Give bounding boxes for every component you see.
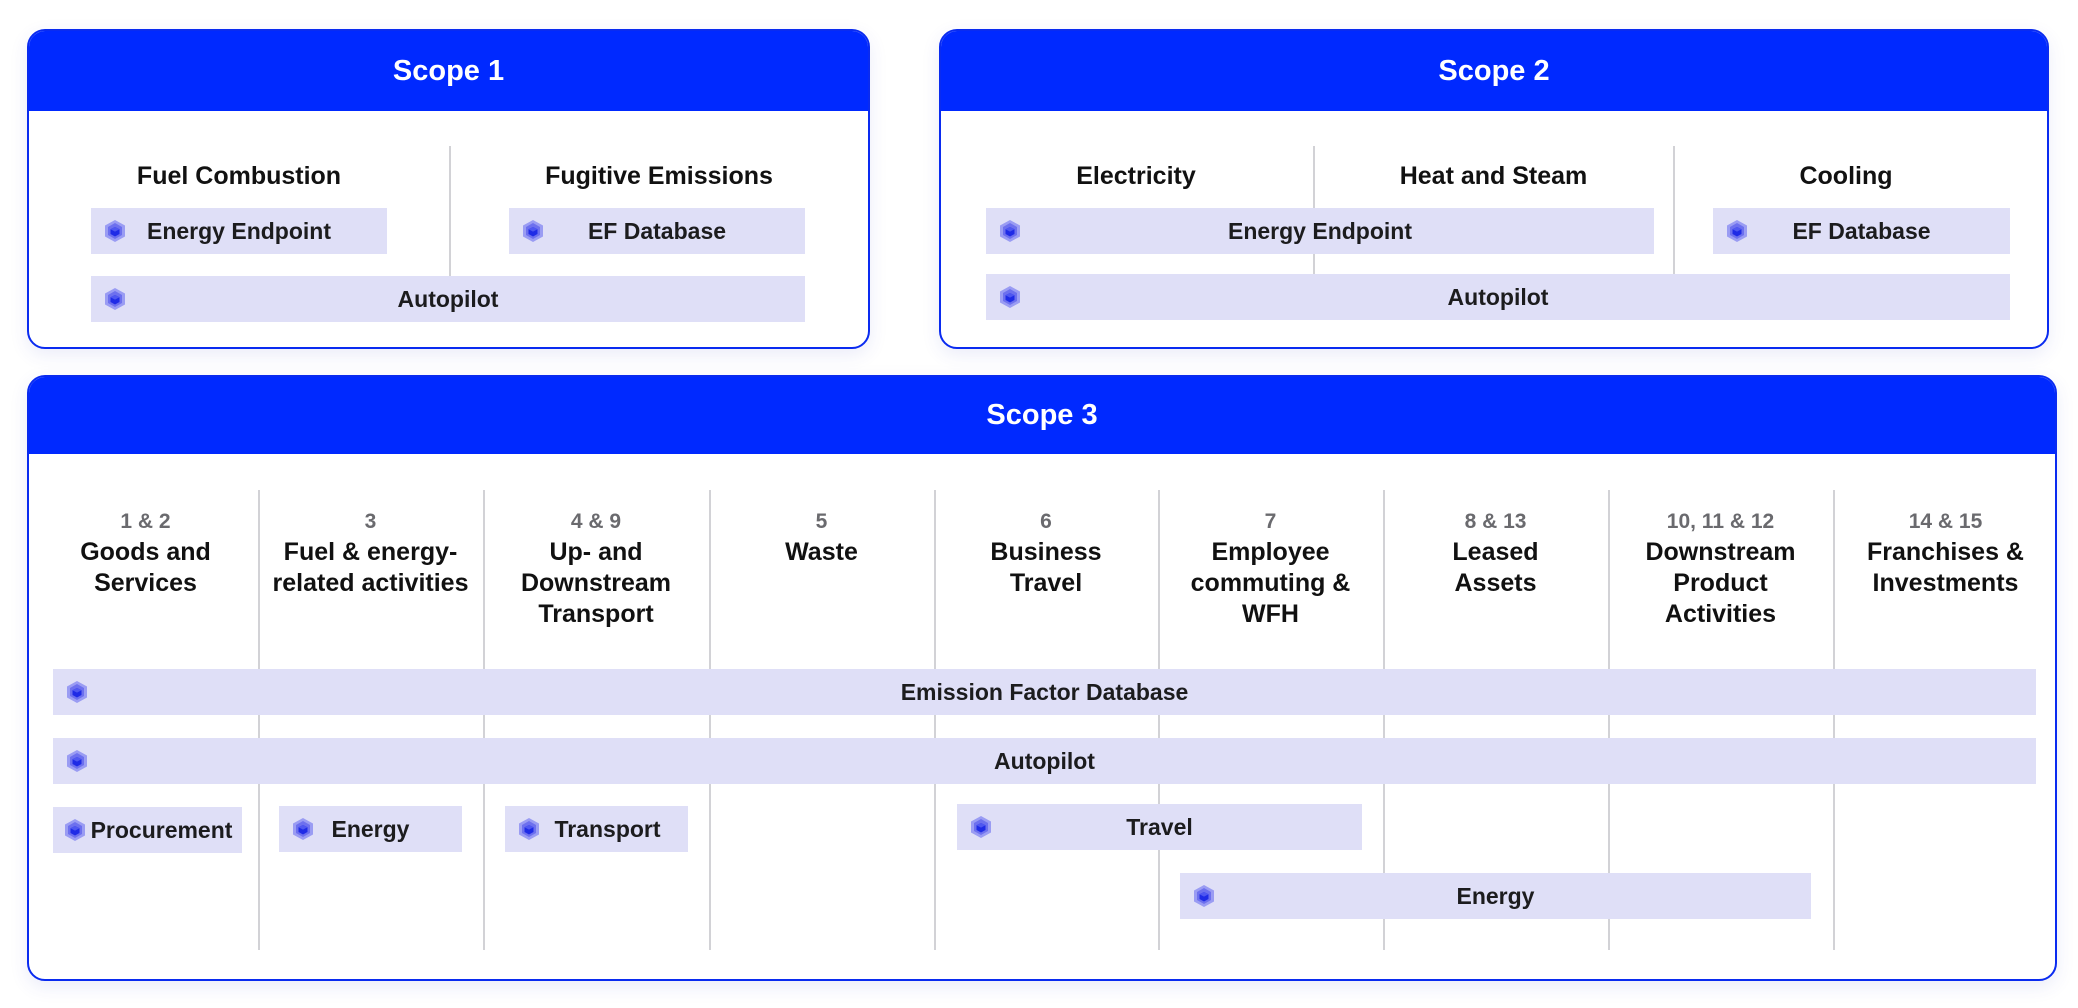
cube-hexagon-icon: [65, 749, 89, 773]
category-name: Leased Assets: [1452, 538, 1539, 597]
category-number: 14 & 15: [1908, 510, 1983, 533]
category-name: Goods and Services: [80, 538, 211, 597]
divider: [258, 490, 260, 950]
category-number: 5: [815, 510, 828, 533]
scope3-category-downstream-product: 10, 11 & 12 Downstream Product Activitie…: [1608, 507, 1833, 630]
scope3-emission-factor-database-pill[interactable]: Emission Factor Database: [53, 669, 2036, 715]
category-number: 1 & 2: [120, 510, 171, 533]
scope3-transport-pill[interactable]: Transport: [505, 806, 688, 852]
category-number: 7: [1264, 510, 1277, 533]
scope2-category-heat-and-steam: Heat and Steam: [1399, 162, 1588, 190]
category-name: Up- and Downstream Transport: [520, 538, 672, 628]
cube-hexagon-icon: [998, 285, 1022, 309]
scope3-energy-wide-pill[interactable]: Energy: [1180, 873, 1811, 919]
divider: [449, 146, 451, 276]
scope3-category-goods-services: 1 & 2 Goods and Services: [33, 507, 258, 599]
divider: [709, 490, 711, 950]
scope2-ef-database-pill[interactable]: EF Database: [1713, 208, 2010, 254]
scope3-category-transport: 4 & 9 Up- and Downstream Transport: [483, 507, 709, 630]
scope3-procurement-pill[interactable]: Procurement: [53, 807, 242, 853]
divider: [1608, 490, 1610, 950]
scope2-card: Scope 2 Electricity Heat and Steam Cooli…: [939, 29, 2049, 349]
scope1-autopilot-pill[interactable]: Autopilot: [91, 276, 805, 322]
scope1-energy-endpoint-pill[interactable]: Energy Endpoint: [91, 208, 387, 254]
category-name: Employee commuting & WFH: [1190, 538, 1351, 628]
cube-hexagon-icon: [1725, 219, 1749, 243]
divider: [1673, 146, 1675, 276]
divider: [483, 490, 485, 950]
divider: [1833, 490, 1835, 950]
category-number: 4 & 9: [570, 510, 622, 533]
scope3-category-employee-commuting: 7 Employee commuting & WFH: [1158, 507, 1383, 630]
scope3-autopilot-pill[interactable]: Autopilot: [53, 738, 2036, 784]
scope2-energy-endpoint-pill[interactable]: Energy Endpoint: [986, 208, 1654, 254]
category-name: Business Travel: [990, 538, 1102, 597]
category-name: Franchises & Investments: [1866, 538, 2024, 597]
cube-hexagon-icon: [103, 219, 127, 243]
scope3-category-waste: 5 Waste: [709, 507, 934, 568]
cube-hexagon-icon: [969, 815, 993, 839]
divider: [1158, 490, 1160, 950]
scope1-category-fugitive-emissions: Fugitive Emissions: [545, 162, 773, 190]
category-number: 8 & 13: [1464, 510, 1527, 533]
category-number: 6: [1040, 510, 1052, 533]
scope1-header: Scope 1: [29, 31, 868, 111]
scope3-category-leased-assets: 8 & 13 Leased Assets: [1383, 507, 1608, 599]
category-number: 3: [364, 510, 377, 533]
scope3-category-franchises: 14 & 15 Franchises & Investments: [1833, 507, 2055, 599]
scope1-card: Scope 1 Fuel Combustion Fugitive Emissio…: [27, 29, 870, 349]
scope3-category-fuel-energy: 3 Fuel & energy-related activities: [258, 507, 483, 599]
scope2-header: Scope 2: [941, 31, 2047, 111]
cube-hexagon-icon: [103, 287, 127, 311]
category-name: Downstream Product Activities: [1645, 538, 1796, 628]
scope3-category-business-travel: 6 Business Travel: [934, 507, 1158, 599]
cube-hexagon-icon: [291, 817, 315, 841]
scope1-category-fuel-combustion: Fuel Combustion: [136, 162, 342, 190]
cube-hexagon-icon: [998, 219, 1022, 243]
divider: [1383, 490, 1385, 950]
category-name: Waste: [785, 538, 858, 566]
scope2-category-electricity: Electricity: [1076, 162, 1196, 190]
cube-hexagon-icon: [517, 817, 541, 841]
scope3-energy-pill[interactable]: Energy: [279, 806, 462, 852]
scope3-header: Scope 3: [29, 377, 2055, 454]
divider: [934, 490, 936, 950]
cube-hexagon-icon: [65, 680, 89, 704]
scope1-ef-database-pill[interactable]: EF Database: [509, 208, 805, 254]
cube-hexagon-icon: [521, 219, 545, 243]
category-name: Fuel & energy-related activities: [272, 538, 469, 597]
scope3-card: Scope 3 1 & 2 Goods and Services 3 Fuel …: [27, 375, 2057, 981]
scope3-travel-pill[interactable]: Travel: [957, 804, 1362, 850]
scope2-autopilot-pill[interactable]: Autopilot: [986, 274, 2010, 320]
cube-hexagon-icon: [63, 818, 87, 842]
scope2-category-cooling: Cooling: [1799, 162, 1893, 190]
cube-hexagon-icon: [1192, 884, 1216, 908]
category-number: 10, 11 & 12: [1666, 510, 1775, 533]
